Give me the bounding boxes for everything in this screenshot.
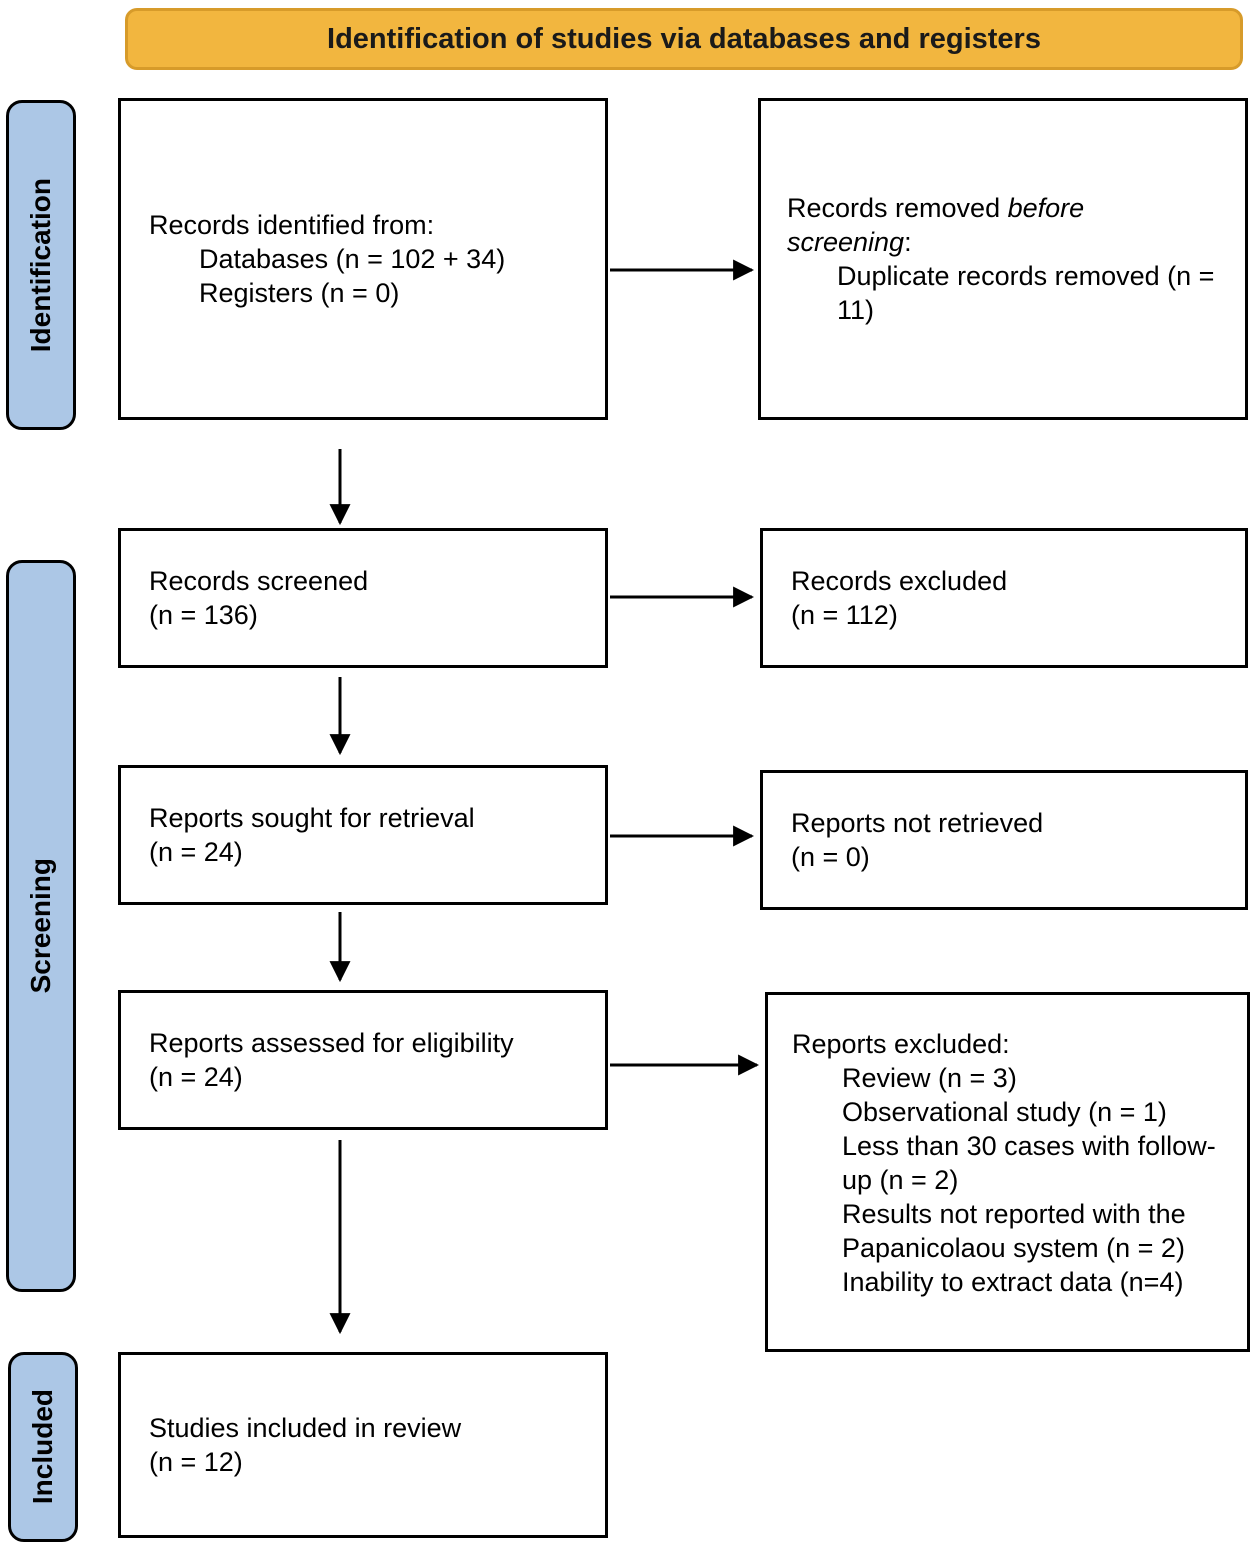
stage-label-included: Included [8,1352,78,1542]
diagram-title-banner: Identification of studies via databases … [125,8,1243,70]
box-reports-excluded-reasons: Reports excluded: Review (n = 3) Observati… [765,992,1250,1352]
box-reports-not-retrieved: Reports not retrieved (n = 0) [760,770,1248,910]
box-text-line: Results not reported with the Papanicola… [842,1199,1186,1263]
box-records-identified: Records identified from: Databases (n = 1… [118,98,608,420]
box-studies-included-in-review: Studies included in review (n = 12) [118,1352,608,1538]
stage-label-screening: Screening [6,560,76,1292]
box-text-line: (n = 24) [149,837,243,867]
box-text-line: Databases (n = 102 + 34) [199,244,506,274]
box-text-line: Studies included in review [149,1413,462,1443]
box-text-line: Review (n = 3) [842,1063,1017,1093]
box-text-line: (n = 24) [149,1062,243,1092]
box-text-line: (n = 0) [791,842,870,872]
box-records-excluded: Records excluded (n = 112) [760,528,1248,668]
box-text-line: Duplicate records removed (n = 11) [837,261,1215,325]
box-text-line: Less than 30 cases with follow-up (n = 2… [842,1131,1216,1195]
box-text-line: Reports sought for retrieval [149,803,475,833]
box-text-line: Records screened [149,566,369,596]
box-text-line: Reports not retrieved [791,808,1044,838]
diagram-title: Identification of studies via databases … [327,22,1041,55]
box-records-removed-before-screening: Records removed before screening:Duplica… [758,98,1248,420]
box-text-line: (n = 12) [149,1447,243,1477]
box-text-line: Reports excluded: [792,1029,1010,1059]
stage-label-text: Included [27,1389,58,1505]
stage-label-text: Screening [25,858,56,994]
box-reports-sought-for-retrieval: Reports sought for retrieval (n = 24) [118,765,608,905]
box-text-line: (n = 112) [791,600,898,630]
box-reports-assessed-for-eligibility: Reports assessed for eligibility (n = 24) [118,990,608,1130]
box-text-line: Reports assessed for eligibility [149,1028,514,1058]
box-text-line: Observational study (n = 1) [842,1097,1167,1127]
stage-label-identification: Identification [6,100,76,430]
box-records-screened: Records screened (n = 136) [118,528,608,668]
box-text-line: Records removed before screening: [787,193,1085,257]
box-text-line: Inability to extract data (n=4) [842,1267,1184,1297]
box-text-line: Registers (n = 0) [199,278,400,308]
box-text-line: Records excluded [791,566,1008,596]
stage-label-text: Identification [25,177,56,353]
box-text-line: (n = 136) [149,600,258,630]
box-text-line: Records identified from: [149,210,435,240]
